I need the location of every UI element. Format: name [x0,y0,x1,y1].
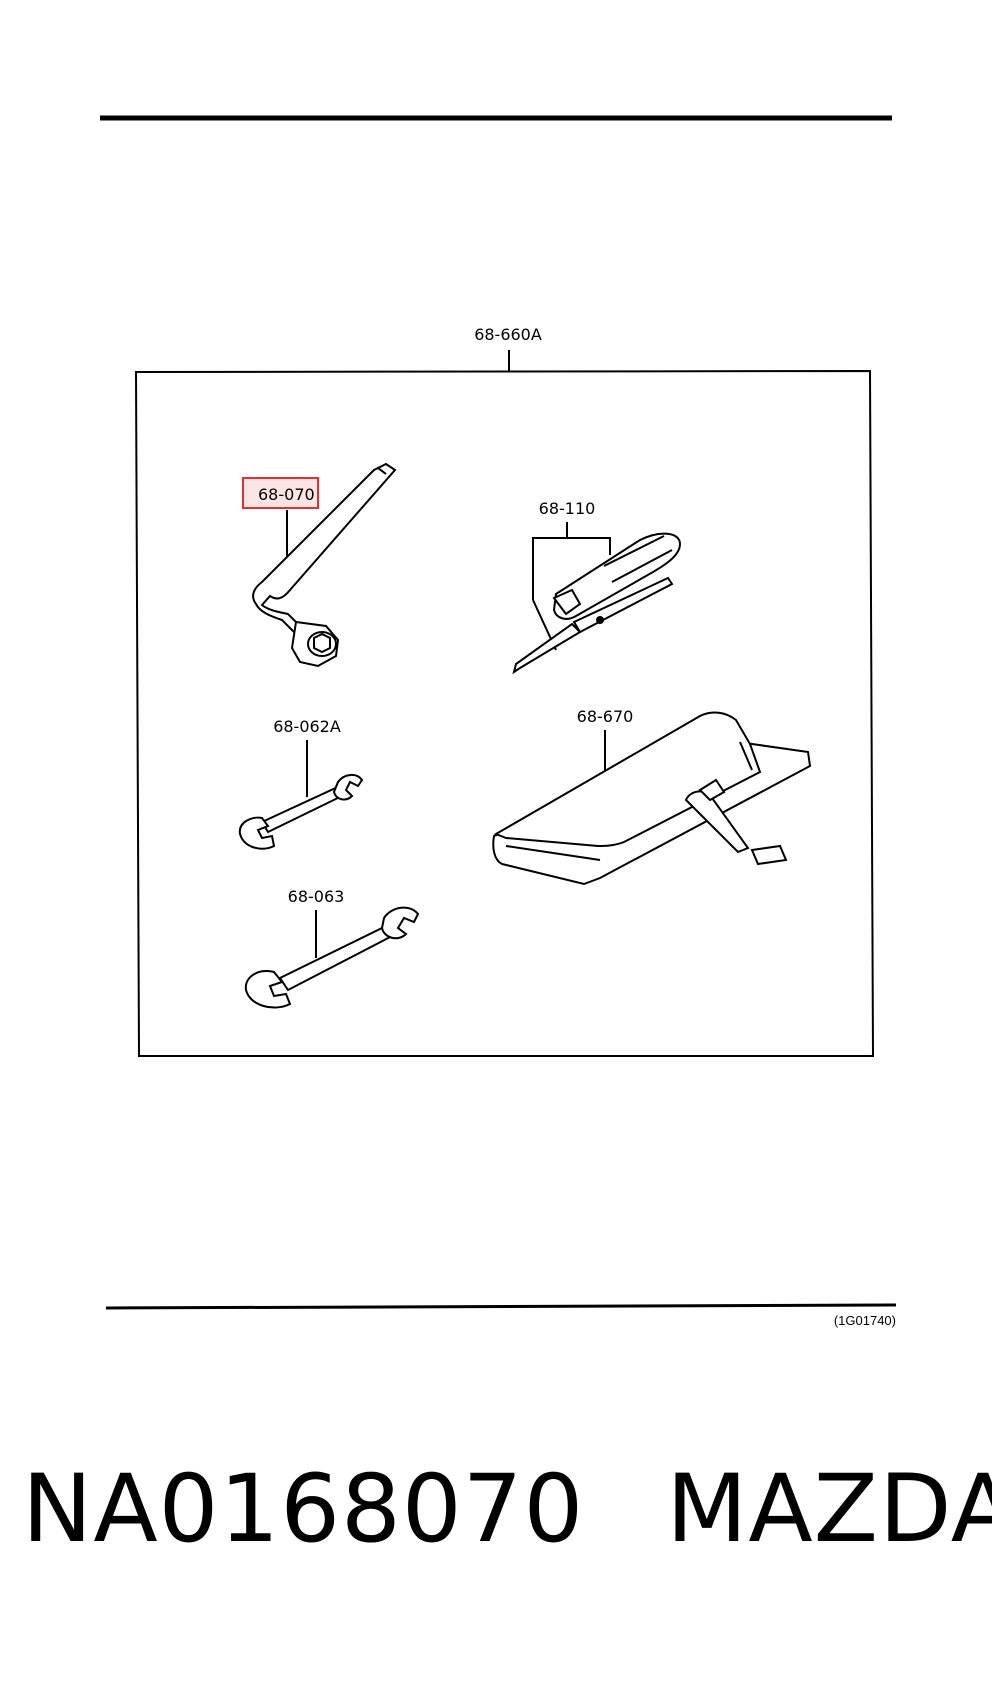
caption: NA0168070 MAZDA [22,1455,992,1565]
small-wrench-label: 68-062A [273,717,341,736]
screwdriver-label: 68-110 [539,499,596,518]
large-wrench-icon [244,906,420,1009]
tool-bag-label: 68-670 [577,707,634,726]
lug-wrench-label: 68-070 [258,485,315,504]
kit-label: 68-660A [474,325,542,344]
caption-brand: MAZDA [666,1455,992,1564]
screwdriver-icon [512,532,682,675]
lug-wrench-icon [252,462,397,668]
screwdriver-leader-bracket [532,537,611,600]
large-wrench-label: 68-063 [288,887,345,906]
highlight-box [242,477,319,509]
kit-frame [134,369,875,1057]
small-wrench-icon [238,774,364,850]
tool-bag-icon [492,711,812,886]
caption-part-number: NA0168070 [22,1455,585,1564]
bottom-rule [105,1303,897,1310]
figure-ref: (1G01740) [834,1313,896,1328]
